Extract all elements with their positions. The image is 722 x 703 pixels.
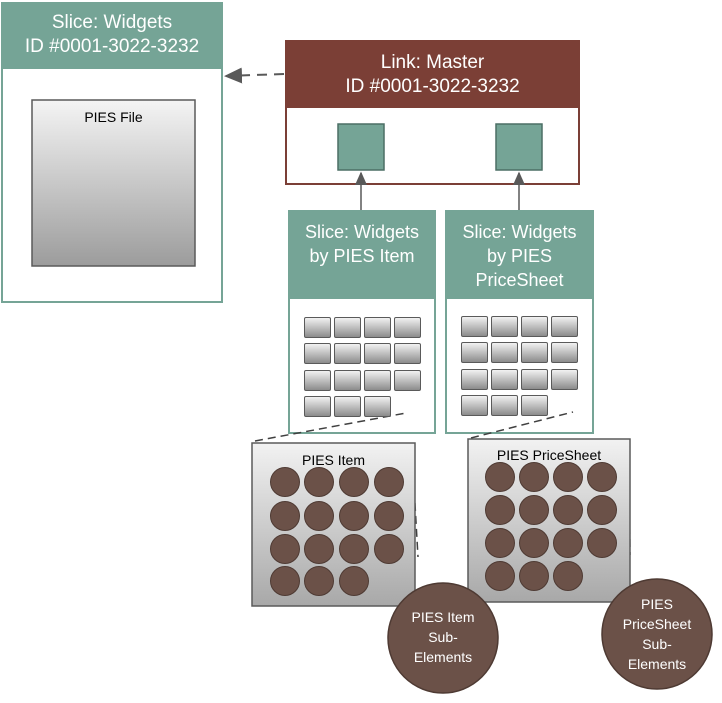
cell <box>461 369 488 390</box>
cell <box>334 396 361 417</box>
link-master-title-line1: Link: Master <box>380 52 485 73</box>
cell <box>521 395 548 416</box>
slice-by-pies-item-title-line2: by PIES Item <box>309 246 415 266</box>
element-dot <box>339 566 369 596</box>
slice-by-pies-item-title-line1: Slice: Widgets <box>304 222 420 242</box>
cell <box>304 343 331 364</box>
pies-pricesheet-sub-elements-line3: Sub- <box>642 636 672 652</box>
slice-widgets-title: Slice: Widgets ID #0001-3022-3232 <box>2 11 222 59</box>
cell <box>521 369 548 390</box>
pies-item-sub-elements-line3: Elements <box>413 649 473 665</box>
pies-item-sub-elements-line1: PIES Item <box>411 609 475 625</box>
slice-by-pies-pricesheet-title-line3: PriceSheet <box>475 270 564 290</box>
cell <box>551 316 578 337</box>
element-dot <box>339 534 369 564</box>
pies-pricesheet-label: PIES PriceSheet <box>496 447 602 463</box>
link-port-right <box>495 123 543 171</box>
element-dot <box>374 467 404 497</box>
element-dot <box>587 495 617 525</box>
pies-file-box <box>31 99 196 267</box>
element-dot <box>587 528 617 558</box>
pies-pricesheet-sub-elements-label: PIES PriceSheet Sub- Elements <box>602 594 712 674</box>
element-dot <box>339 501 369 531</box>
cell <box>394 317 421 338</box>
link-port-left <box>337 123 385 171</box>
pies-pricesheet-sub-elements-line2: PriceSheet <box>622 616 692 632</box>
element-dot <box>587 462 617 492</box>
cell <box>364 343 391 364</box>
pies-pricesheet-sub-elements-line1: PIES <box>641 596 673 612</box>
pies-pricesheet-sub-elements-line4: Elements <box>627 656 687 672</box>
element-dot <box>553 462 583 492</box>
dashed-arrow-to-slice <box>224 67 285 84</box>
cell <box>461 316 488 337</box>
cell <box>364 370 391 391</box>
cell <box>551 369 578 390</box>
pies-item-sub-elements-line2: Sub- <box>428 629 458 645</box>
cell <box>394 370 421 391</box>
link-master-panel <box>285 40 580 185</box>
link-master-title-line2: ID #0001-3022-3232 <box>345 76 520 97</box>
pies-pricesheet-sub-elements-circle <box>601 578 713 690</box>
slice-widgets-title-line1: Slice: Widgets <box>51 12 173 33</box>
element-dot <box>553 495 583 525</box>
link-master-title: Link: Master ID #0001-3022-3232 <box>286 51 579 99</box>
element-dot <box>270 534 300 564</box>
cell <box>304 370 331 391</box>
element-dot <box>519 561 549 591</box>
cell <box>334 370 361 391</box>
cell <box>461 342 488 363</box>
element-dot <box>553 561 583 591</box>
element-dot <box>339 467 369 497</box>
element-dot <box>485 495 515 525</box>
cell <box>461 395 488 416</box>
slice-by-pies-item-title: Slice: Widgets by PIES Item <box>289 220 435 268</box>
element-dot <box>270 566 300 596</box>
slice-by-pies-pricesheet-title: Slice: Widgets by PIES PriceSheet <box>446 220 593 292</box>
element-dot <box>485 462 515 492</box>
element-dot <box>485 528 515 558</box>
element-dot <box>270 467 300 497</box>
element-dot <box>304 566 334 596</box>
element-dot <box>519 528 549 558</box>
element-dot <box>304 467 334 497</box>
element-dot <box>374 534 404 564</box>
cell <box>521 316 548 337</box>
element-dot <box>270 501 300 531</box>
pies-item-label: PIES Item <box>301 452 366 468</box>
element-dot <box>553 528 583 558</box>
cell <box>491 342 518 363</box>
cell <box>334 343 361 364</box>
element-dot <box>304 534 334 564</box>
cell <box>551 342 578 363</box>
slice-widgets-title-line2: ID #0001-3022-3232 <box>24 36 200 57</box>
element-dot <box>374 501 404 531</box>
cell <box>521 342 548 363</box>
cell <box>491 316 518 337</box>
cell <box>491 395 518 416</box>
cell <box>364 396 391 417</box>
pies-item-sub-elements-label: PIES Item Sub- Elements <box>388 607 498 667</box>
pies-item-sub-elements-circle <box>387 582 499 694</box>
element-dot <box>304 501 334 531</box>
cell <box>304 396 331 417</box>
cell <box>491 369 518 390</box>
element-dot <box>519 462 549 492</box>
pies-file-label: PIES File <box>84 109 143 125</box>
cell <box>334 317 361 338</box>
element-dot <box>485 561 515 591</box>
cell <box>394 343 421 364</box>
element-dot <box>519 495 549 525</box>
cell <box>364 317 391 338</box>
cell <box>304 317 331 338</box>
slice-by-pies-pricesheet-title-line2: by PIES <box>486 246 553 266</box>
slice-by-pies-pricesheet-title-line1: Slice: Widgets <box>462 222 577 242</box>
